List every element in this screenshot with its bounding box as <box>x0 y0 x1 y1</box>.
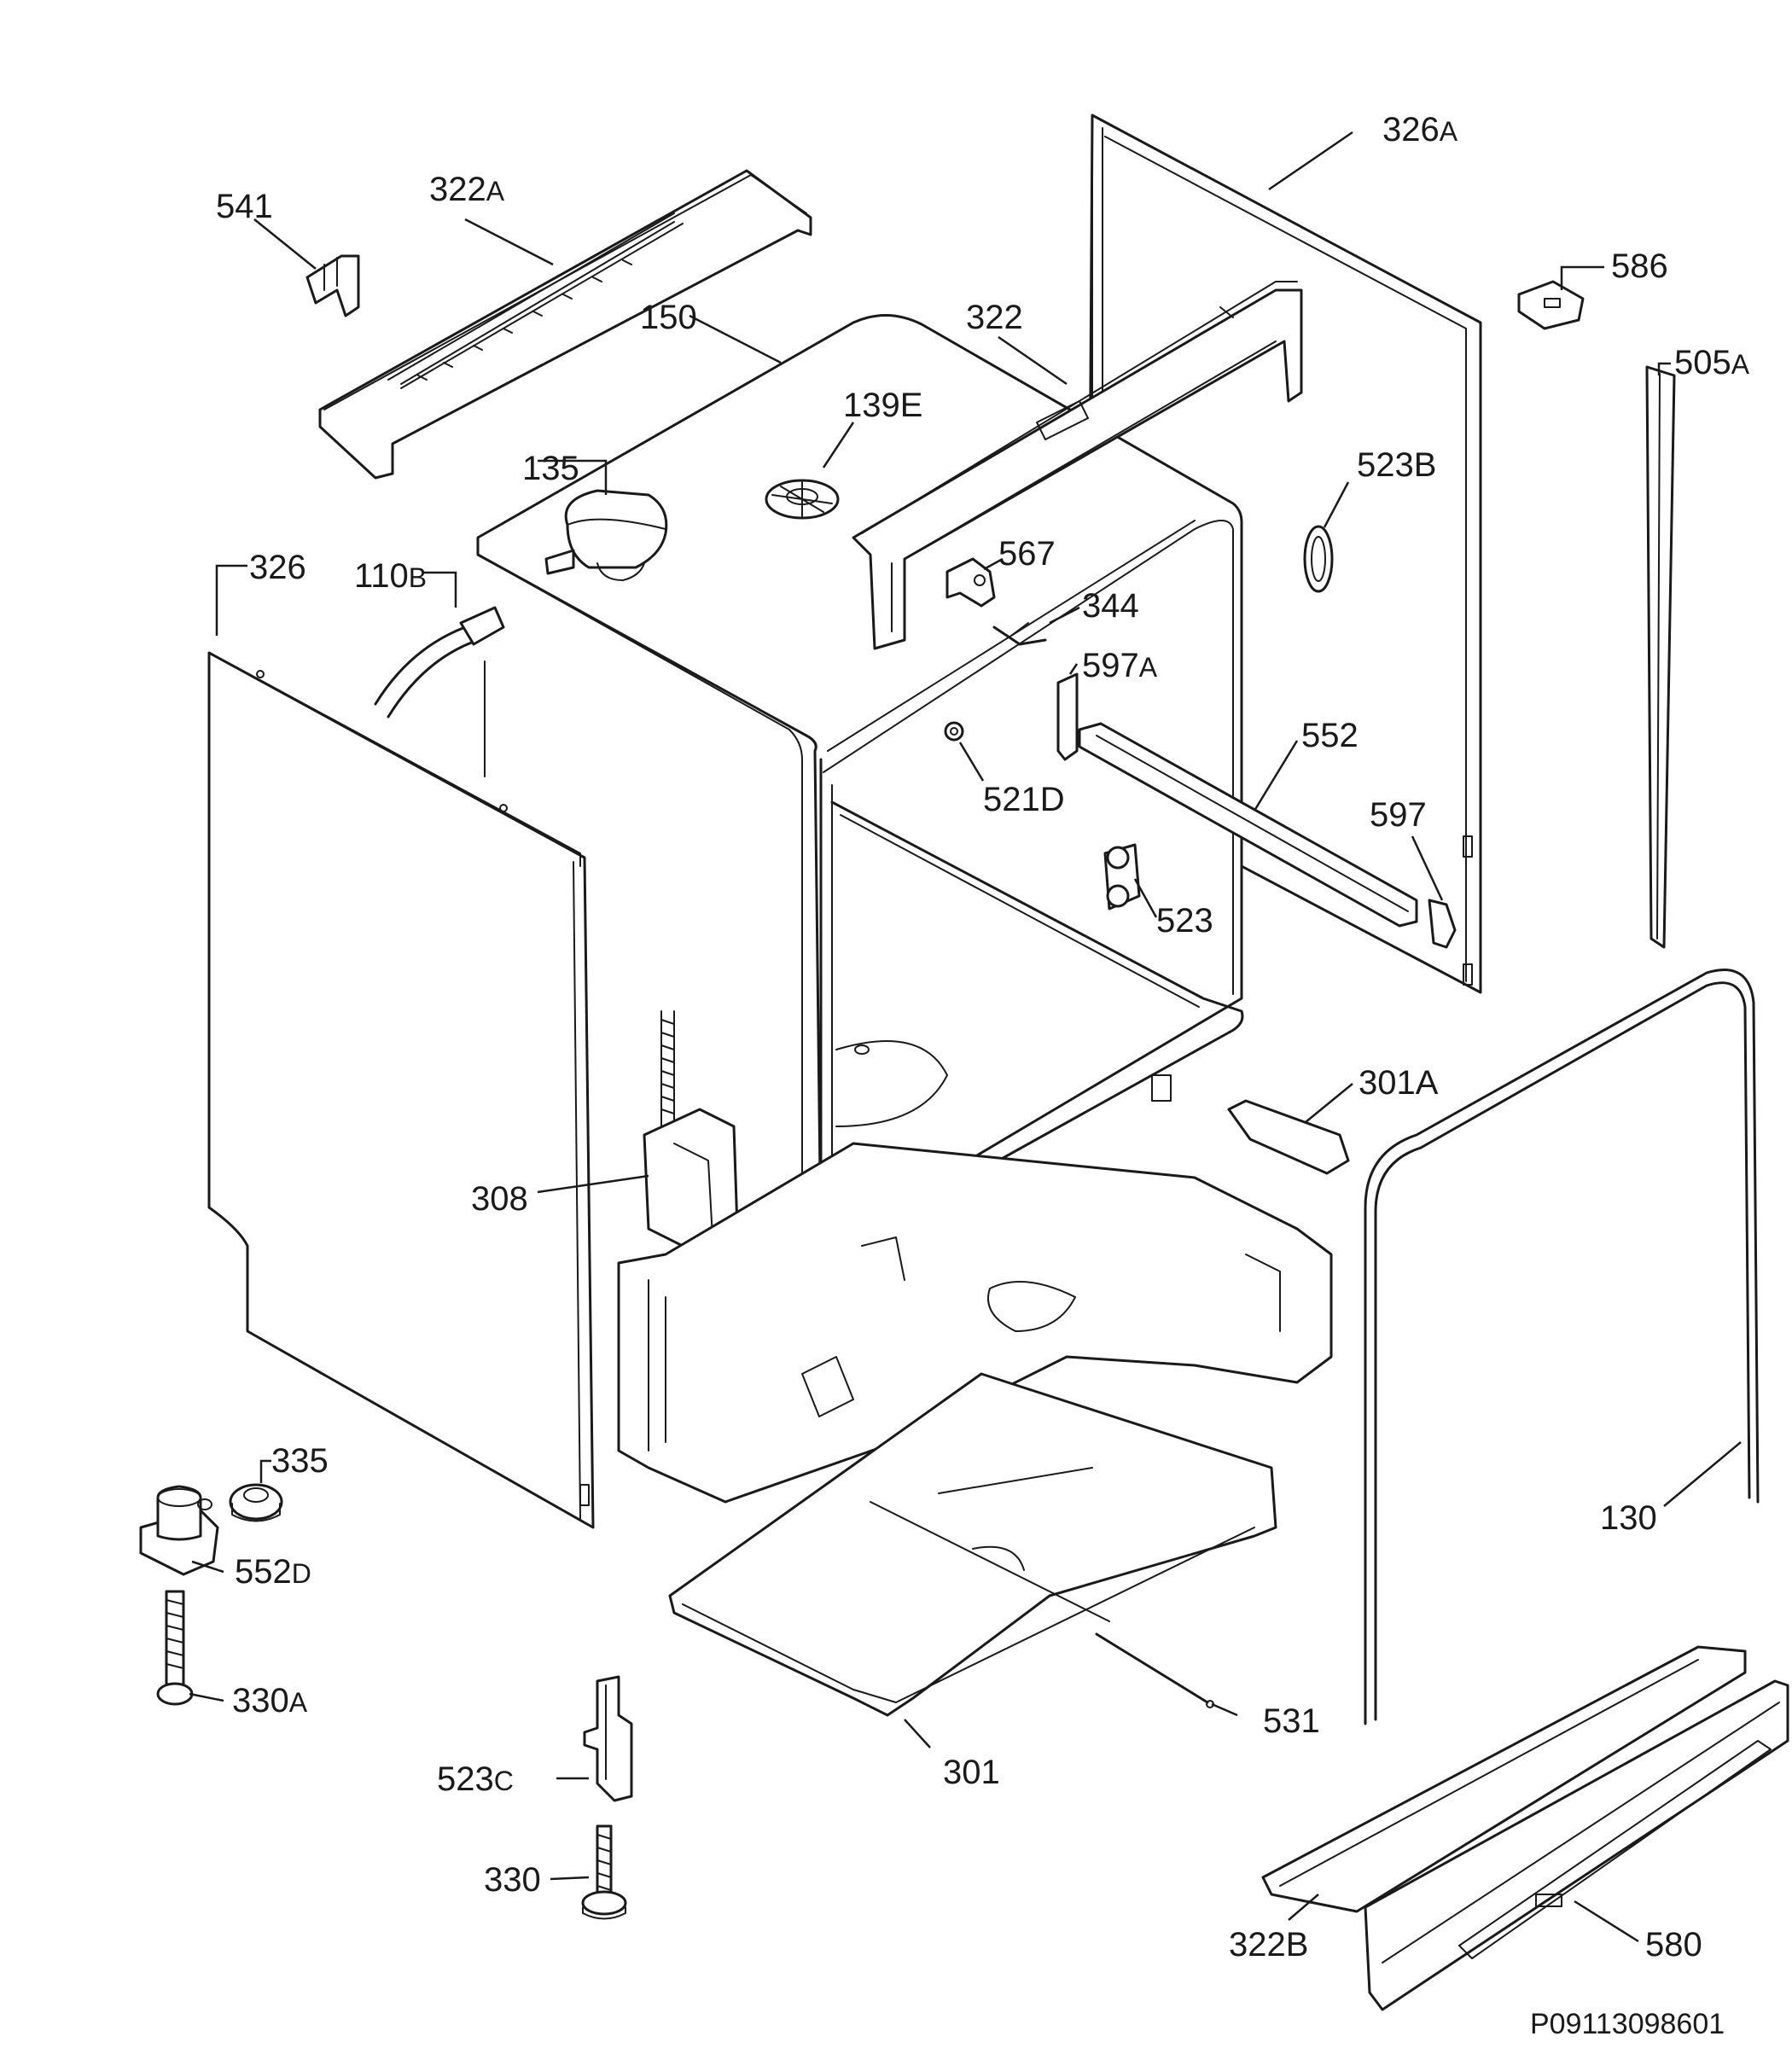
part-322-top-frame <box>852 281 1303 650</box>
label-523c: 523C <box>437 1760 514 1798</box>
part-597-bracket <box>1428 899 1457 949</box>
part-322a-top-rail <box>318 169 812 480</box>
part-541-clip <box>305 254 360 317</box>
label-597a: 597A <box>1082 647 1158 684</box>
part-552d-motor <box>139 1485 219 1576</box>
part-335-gear <box>229 1483 283 1522</box>
part-labels: 541 322A 150 322 326A 586 505A 139E 135 … <box>216 111 1750 2040</box>
leader-lines <box>189 131 1742 1943</box>
label-322a: 322A <box>429 171 505 208</box>
label-322: 322 <box>966 299 1023 336</box>
label-130: 130 <box>1600 1499 1657 1537</box>
part-330-screw <box>581 1824 627 1920</box>
label-344: 344 <box>1082 587 1139 625</box>
part-580-plinth <box>1364 1679 1789 2011</box>
label-597: 597 <box>1370 796 1427 834</box>
label-505a: 505A <box>1674 344 1750 381</box>
part-301a-handle <box>1227 1099 1350 1175</box>
label-330: 330 <box>484 1861 541 1899</box>
part-135-salt-container <box>544 489 668 581</box>
label-552: 552 <box>1301 717 1359 754</box>
label-326: 326 <box>249 549 306 586</box>
part-523b-grommet <box>1303 525 1334 593</box>
label-150: 150 <box>640 299 697 336</box>
part-322b-plinth-rail <box>1261 1645 1747 1913</box>
part-521d-nut <box>944 721 964 742</box>
part-531-rod <box>1095 1632 1214 1708</box>
part-586-bracket <box>1517 280 1585 330</box>
label-586: 586 <box>1611 247 1668 285</box>
label-322b: 322B <box>1229 1926 1308 1964</box>
label-139e: 139E <box>843 387 922 424</box>
label-523b: 523B <box>1357 446 1436 484</box>
part-552-rail <box>1078 722 1418 928</box>
label-301a: 301A <box>1359 1064 1439 1102</box>
part-523c-bracket <box>583 1675 633 1802</box>
label-335: 335 <box>271 1442 329 1480</box>
label-330a: 330A <box>232 1682 308 1719</box>
part-150-tub <box>476 314 1244 1248</box>
part-110b-hose <box>374 606 505 777</box>
part-523-roller <box>1103 843 1141 911</box>
part-139e-vent <box>765 479 840 520</box>
label-531: 531 <box>1263 1702 1320 1740</box>
label-567: 567 <box>998 535 1056 573</box>
part-130-door-seal <box>1364 969 1760 1725</box>
part-597a-bracket <box>1056 672 1079 761</box>
label-301: 301 <box>943 1754 1000 1791</box>
part-330a-screw <box>156 1590 194 1706</box>
part-301-base-frame <box>617 1142 1333 1504</box>
label-110b: 110B <box>354 557 427 595</box>
label-523: 523 <box>1156 902 1213 940</box>
label-521d: 521D <box>983 781 1065 818</box>
label-541: 541 <box>216 188 273 225</box>
label-326a: 326A <box>1382 111 1458 148</box>
part-344-spring <box>992 622 1047 646</box>
label-552d: 552D <box>235 1553 311 1591</box>
part-301-base-tray <box>668 1372 1277 1717</box>
part-326-side-panel <box>207 651 595 1529</box>
label-580: 580 <box>1645 1926 1702 1964</box>
part-505a-strip <box>1645 365 1676 949</box>
label-135: 135 <box>522 450 579 487</box>
part-567-clip <box>945 557 996 608</box>
label-308: 308 <box>471 1180 528 1218</box>
diagram-reference-number: P09113098601 <box>1530 2008 1725 2040</box>
